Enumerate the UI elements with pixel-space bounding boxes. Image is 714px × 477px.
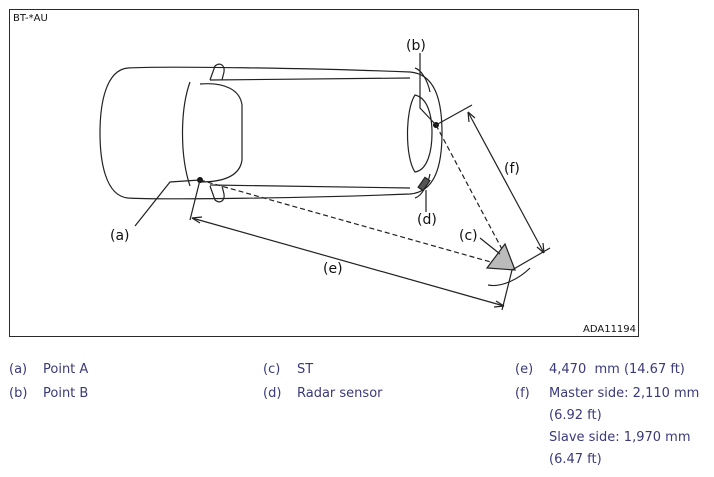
dimension-line-e xyxy=(191,217,505,307)
legend-key-b: (b) xyxy=(9,386,28,401)
legend-text-d: Radar sensor xyxy=(297,386,383,401)
legend-key-d: (d) xyxy=(263,386,282,401)
car-rear-window xyxy=(406,94,433,173)
arrow-f-start xyxy=(467,111,476,123)
leader-b xyxy=(419,53,437,126)
car-cabin-front xyxy=(199,83,243,183)
diagram-frame: BT-*AU ADA11194 xyxy=(9,9,639,337)
legend-text-f-line3: Slave side: 1,970 mm xyxy=(549,430,691,445)
legend-text-c: ST xyxy=(297,362,314,377)
st-arc xyxy=(487,267,531,287)
callout-a: (a) xyxy=(110,228,130,244)
callout-b: (b) xyxy=(406,38,426,54)
figure-code-top: BT-*AU xyxy=(13,13,48,24)
legend-key-c: (c) xyxy=(263,362,281,377)
extension-line-a xyxy=(189,179,201,221)
callout-f: (f) xyxy=(504,161,520,177)
car-diagram xyxy=(99,53,551,311)
callout-d: (d) xyxy=(417,212,437,228)
legend-text-f-line4: (6.47 ft) xyxy=(549,452,602,467)
extension-line-st-e xyxy=(501,269,513,311)
legend-key-f: (f) xyxy=(515,386,530,401)
legend-key-a: (a) xyxy=(9,362,28,377)
legend-text-a: Point A xyxy=(43,362,89,377)
legend-text-f-line2: (6.92 ft) xyxy=(549,408,602,423)
mirror-left xyxy=(209,63,225,81)
car-body-outline xyxy=(99,66,443,200)
arrow-e-start xyxy=(191,216,203,224)
mirror-right xyxy=(209,185,225,203)
callout-c: (c) xyxy=(459,228,478,244)
extension-line-b xyxy=(435,104,473,126)
dashed-line-a-to-st xyxy=(199,179,513,269)
legend-key-e: (e) xyxy=(515,362,534,377)
st-target-triangle xyxy=(485,242,516,271)
rear-lamp-top xyxy=(414,67,431,93)
car-windshield xyxy=(181,81,191,187)
callout-e: (e) xyxy=(323,261,343,277)
dashed-line-b-to-st xyxy=(435,124,513,269)
car-roof-top xyxy=(209,77,411,81)
arrow-f-end xyxy=(536,242,545,254)
legend-text-b: Point B xyxy=(43,386,89,401)
leader-c xyxy=(479,237,501,255)
legend-text-f-line1: Master side: 2,110 mm xyxy=(549,386,700,401)
car-roof-bottom xyxy=(209,184,411,189)
leader-a xyxy=(134,179,201,227)
figure-code-bottom: ADA11194 xyxy=(583,324,637,335)
dimension-line-f xyxy=(467,111,545,254)
radar-sensor xyxy=(417,176,431,192)
legend-text-e: 4,470 mm (14.67 ft) xyxy=(549,362,685,377)
arrow-e-end xyxy=(493,300,505,308)
